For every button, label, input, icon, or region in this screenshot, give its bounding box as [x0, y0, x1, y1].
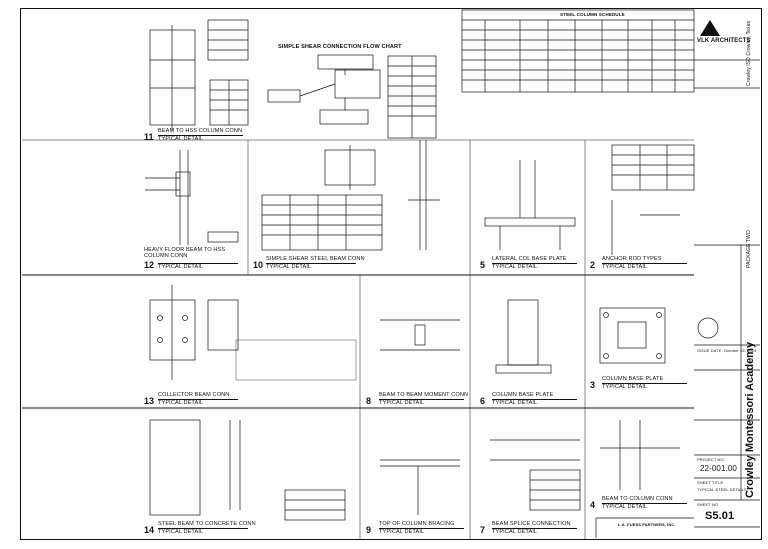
project-no-label: PROJECT NO.	[697, 457, 725, 462]
detail-10-sub: TYPICAL DETAIL	[266, 264, 312, 270]
project-name: Crowley Montessori Academy	[744, 341, 756, 498]
detail-2-sub: TYPICAL DETAIL	[602, 264, 648, 270]
drawing-sheet	[20, 8, 762, 540]
flowchart-title: SIMPLE SHEAR CONNECTION FLOW CHART	[278, 44, 402, 50]
detail-10-title: SIMPLE SHEAR STEEL BEAM CONN	[266, 256, 365, 262]
engineer-name: L.A. FUESS PARTNERS, INC.	[618, 522, 676, 527]
detail-14-number: 14	[144, 525, 155, 535]
package-label: PACKAGE TWO	[746, 230, 752, 268]
detail-2-title: ANCHOR ROD TYPES	[602, 256, 662, 262]
detail-11-drawing	[149, 29, 196, 126]
detail-13-title: COLLECTOR BEAM CONN	[158, 392, 230, 398]
column-schedule-grid	[461, 9, 695, 93]
detail-5-sub: TYPICAL DETAIL	[492, 264, 538, 270]
detail-12-sub: TYPICAL DETAIL	[158, 264, 204, 270]
detail-7-sub: TYPICAL DETAIL	[492, 529, 538, 535]
detail-9-sub: TYPICAL DETAIL	[379, 529, 425, 535]
detail-9-title: TOP OF COLUMN BRACING	[379, 521, 455, 527]
project-location: Crowley ISD Crowley, Texas	[746, 20, 752, 86]
detail-13-sub: TYPICAL DETAIL	[158, 400, 204, 406]
detail-13-number: 13	[144, 396, 155, 406]
project-no: 22-001.00	[700, 464, 737, 473]
vlk-logo-icon	[700, 20, 720, 36]
detail-6-sub: TYPICAL DETAIL	[492, 400, 538, 406]
detail-6-title: COLUMN BASE PLATE	[492, 392, 554, 398]
detail-10-number: 10	[253, 260, 264, 270]
detail-11-sub: TYPICAL DETAIL	[158, 136, 204, 142]
detail-4-title: BEAM TO COLUMN CONN	[602, 496, 673, 502]
firm-name: VLK ARCHITECTS	[697, 38, 751, 44]
sheet-title: TYPICAL STEEL DETAILS	[697, 487, 747, 492]
detail-14-sub: TYPICAL DETAIL	[158, 529, 204, 535]
detail-12-title: HEAVY FLOOR BEAM TO HSS COLUMN CONN	[144, 247, 226, 259]
detail-3-title: COLUMN BASE PLATE	[602, 376, 664, 382]
issue-date: ISSUE DATE: October 16, 2024	[697, 348, 757, 353]
detail-12-number: 12	[144, 260, 155, 270]
detail-2-number: 2	[590, 260, 596, 270]
schedule-title: STEEL COLUMN SCHEDULE	[560, 12, 625, 17]
detail-11-title: BEAM TO HSS COLUMN CONN	[158, 128, 243, 134]
detail-8-title: BEAM TO BEAM MOMENT CONN	[379, 392, 469, 398]
detail-3-number: 3	[590, 380, 596, 390]
sheet-no-label: SHEET NO.	[697, 502, 720, 507]
detail-7-title: BEAM SPLICE CONNECTION	[492, 521, 571, 527]
detail-4-number: 4	[590, 500, 596, 510]
detail-6-number: 6	[480, 396, 486, 406]
detail-14-title: STEEL BEAM TO CONCRETE CONN	[158, 521, 256, 527]
detail-9-number: 9	[366, 525, 372, 535]
detail-7-number: 7	[480, 525, 486, 535]
detail-4-sub: TYPICAL DETAIL	[602, 504, 648, 510]
detail-8-number: 8	[366, 396, 372, 406]
sheet-title-label: SHEET TITLE	[697, 480, 724, 485]
detail-11-number: 11	[144, 132, 154, 142]
detail-3-sub: TYPICAL DETAIL	[602, 384, 648, 390]
detail-5-title: LATERAL COL BASE PLATE	[492, 256, 567, 262]
detail-8-sub: TYPICAL DETAIL	[379, 400, 425, 406]
sheet-number: S5.01	[705, 510, 735, 522]
detail-5-number: 5	[480, 260, 486, 270]
